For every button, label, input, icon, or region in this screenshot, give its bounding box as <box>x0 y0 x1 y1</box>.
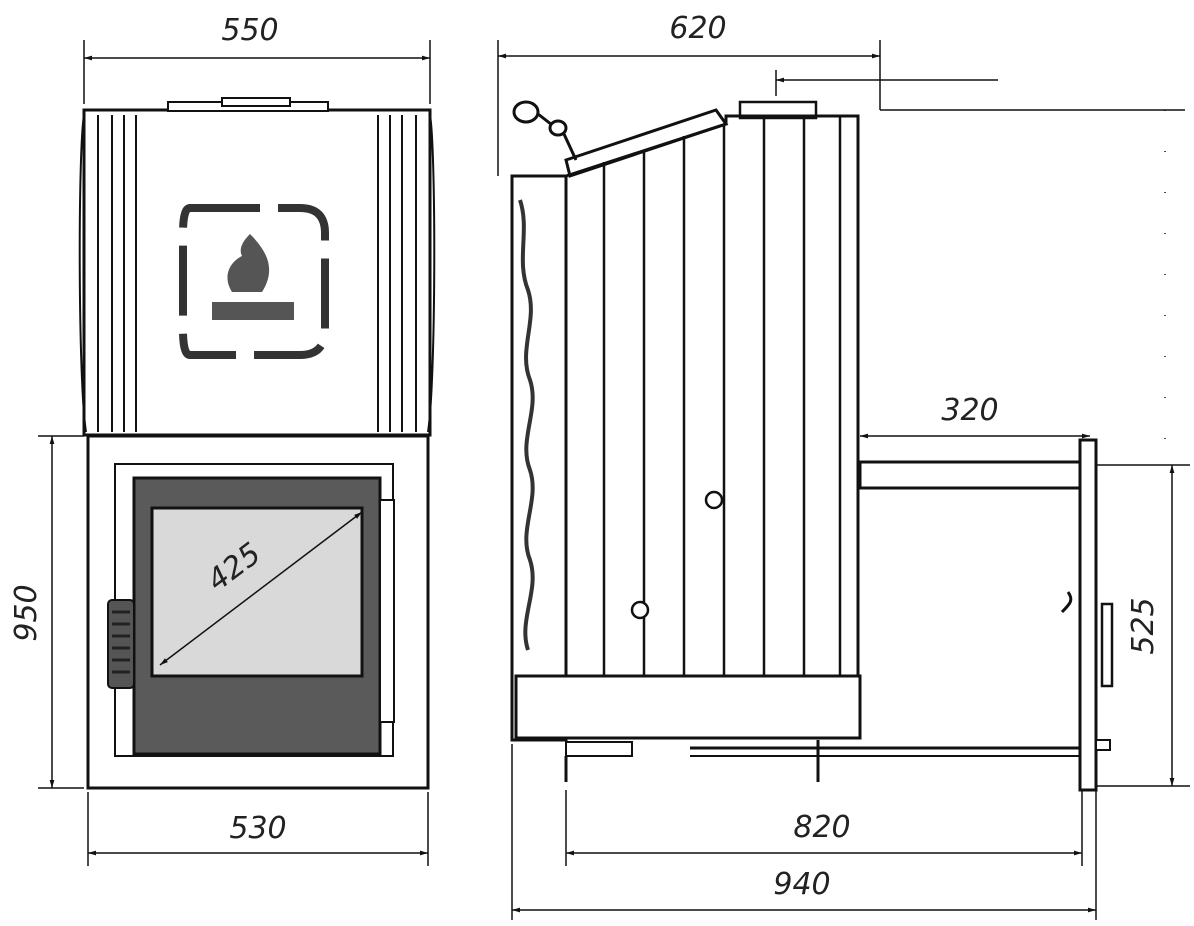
chimney-outlet <box>738 100 818 120</box>
flame-icon <box>227 234 270 292</box>
dim-front-left-height: 950 <box>9 584 44 641</box>
dim-front-bottom-width: 530 <box>229 811 286 846</box>
fire-tunnel <box>858 438 1114 792</box>
dim-side-bottom-inner: 820 <box>793 810 850 845</box>
front-right-ribs <box>377 114 436 433</box>
flame-badge <box>179 204 329 359</box>
dim-front-top-width: 550 <box>221 13 278 48</box>
dim-side-right-height: 525 <box>1126 597 1161 654</box>
front-view <box>38 40 436 866</box>
side-view <box>497 40 1190 920</box>
front-lower-body <box>86 434 430 790</box>
dim-side-top-width: 620 <box>669 11 726 46</box>
door-handle-icon[interactable] <box>107 599 135 689</box>
dim-side-lower-length: 320 <box>941 393 998 428</box>
sloped-top <box>564 108 729 178</box>
lamp-icon <box>512 100 578 161</box>
dim-side-bottom-total: 940 <box>773 867 830 902</box>
side-body-ribs <box>602 116 842 676</box>
stove-base <box>514 674 862 740</box>
front-left-ribs <box>78 114 137 433</box>
